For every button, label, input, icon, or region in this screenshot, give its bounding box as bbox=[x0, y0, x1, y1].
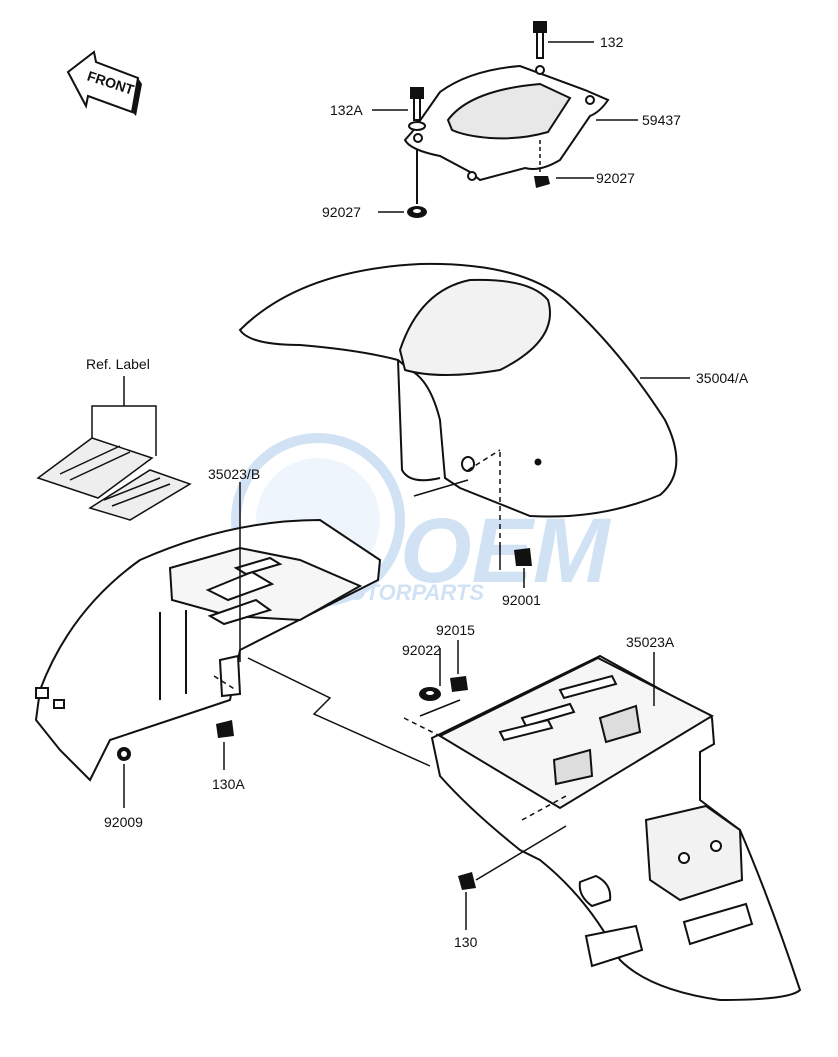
bolt-130 bbox=[458, 872, 476, 890]
callout-35023a: 35023A bbox=[626, 634, 675, 650]
callout-132a: 132A bbox=[330, 102, 363, 118]
callout-92027-left: 92027 bbox=[322, 204, 361, 220]
rear-fender-35023a bbox=[430, 654, 802, 1002]
callout-92022: 92022 bbox=[402, 642, 441, 658]
bolt-130a bbox=[216, 720, 234, 738]
callout-92015: 92015 bbox=[436, 622, 475, 638]
bolt-132 bbox=[533, 21, 547, 59]
callout-35004a: 35004/A bbox=[696, 370, 749, 386]
dashed-lines bbox=[213, 449, 567, 821]
nut-92015 bbox=[450, 676, 468, 692]
ref-label-stickers bbox=[36, 376, 192, 521]
rear-inner-fender-35023b bbox=[34, 518, 382, 782]
callout-92027-right: 92027 bbox=[596, 170, 635, 186]
callout-92001: 92001 bbox=[502, 592, 541, 608]
leader-lines bbox=[123, 41, 690, 930]
callout-132: 132 bbox=[600, 34, 624, 50]
front-arrow-icon: FRONT bbox=[66, 50, 142, 116]
bolt-92001 bbox=[514, 548, 532, 566]
nut-92027-left bbox=[407, 206, 427, 218]
washer-92022 bbox=[419, 687, 441, 701]
callout-92009: 92009 bbox=[104, 814, 143, 830]
callout-130: 130 bbox=[454, 934, 478, 950]
callout-35023b: 35023/B bbox=[208, 466, 261, 482]
callout-130a: 130A bbox=[212, 776, 245, 792]
nut-92027-right bbox=[534, 176, 550, 188]
callout-59437: 59437 bbox=[642, 112, 681, 128]
bolt-132a bbox=[408, 87, 426, 131]
watermark-brand: OEM bbox=[400, 500, 612, 602]
cover-59437 bbox=[403, 64, 610, 182]
front-fender-35004a bbox=[238, 262, 678, 518]
bolt-92009 bbox=[117, 747, 131, 761]
ref-label-caption: Ref. Label bbox=[86, 356, 150, 372]
